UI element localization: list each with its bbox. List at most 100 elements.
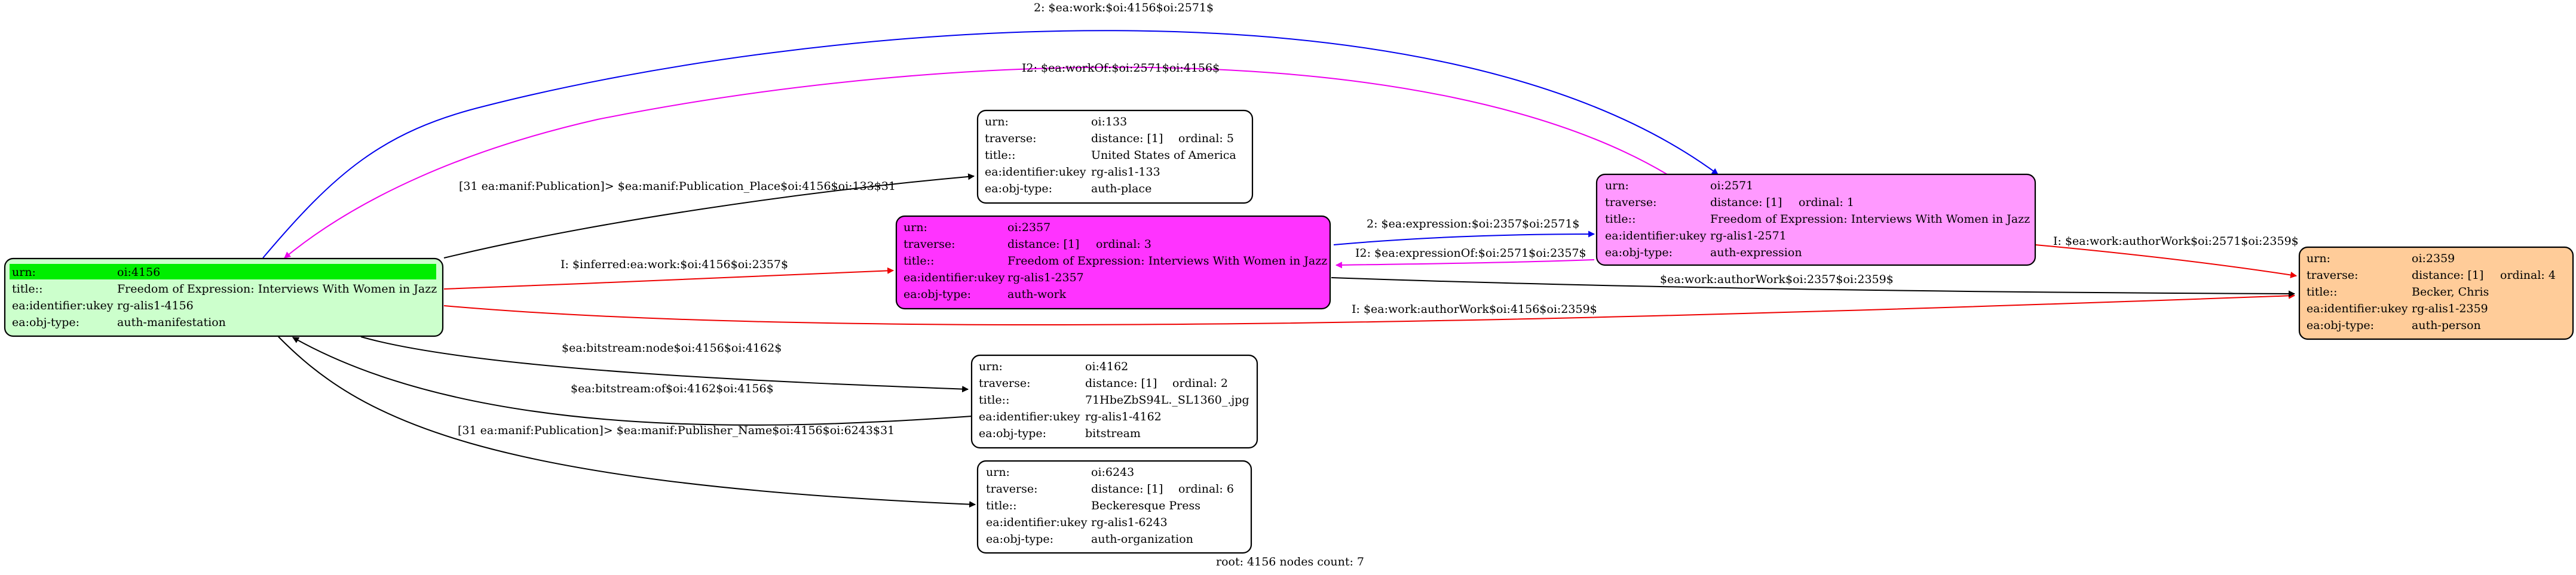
edge-inferred-work-4156-2357 [443, 267, 895, 290]
node-2357-val-urn: oi:2357 [1007, 221, 1050, 234]
node-4156-val-objtype: auth-manifestation [117, 316, 226, 329]
node-4156-val-title: Freedom of Expression: Interviews With W… [117, 282, 437, 296]
node-2359-box [2298, 246, 2574, 340]
node-4162-ordinal: ordinal: 2 [1172, 377, 1228, 390]
node-2571-box [1595, 173, 2036, 266]
node-6243-key-objtype: ea:obj-type: [986, 533, 1053, 546]
node-6243-val-traverse: distance: [1] [1091, 482, 1163, 496]
node-2359-val-objtype: auth-person [2412, 319, 2481, 332]
node-2359[interactable]: urn: oi:2359 traverse: distance: [1] ord… [2298, 246, 2574, 340]
node-2359-key-urn: urn: [2307, 252, 2330, 265]
node-2359-val-title: Becker, Chris [2412, 285, 2489, 299]
node-2571-key-title: title:: [1605, 213, 1635, 226]
node-4156[interactable]: urn: oi:4156 title:: Freedom of Expressi… [4, 257, 444, 337]
node-4156-key-urn: urn: [12, 266, 36, 279]
edge-label-bitstream-node-4156-4162: $ea:bitstream:node$oi:4156$oi:4162$ [562, 342, 782, 355]
node-133-key-title: title:: [985, 149, 1015, 162]
node-6243-key-urn: urn: [986, 466, 1010, 479]
node-layer: urn: oi:4156 title:: Freedom of Expressi… [4, 109, 2574, 554]
node-4162[interactable]: urn: oi:4162 traverse: distance: [1] ord… [970, 354, 1258, 449]
node-4162-key-title: title:: [979, 393, 1009, 407]
node-4162-val-ukey: rg-alis1-4162 [1085, 410, 1162, 423]
node-6243[interactable]: urn: oi:6243 traverse: distance: [1] ord… [976, 460, 1252, 554]
node-2359-val-urn: oi:2359 [2412, 252, 2455, 265]
node-6243-val-urn: oi:6243 [1091, 466, 1134, 479]
edge-label-author-2357-2359: $ea:work:authorWork$oi:2357$oi:2359$ [1660, 273, 1894, 286]
node-133-val-ukey: rg-alis1-133 [1091, 165, 1160, 179]
node-2359-key-title: title:: [2307, 285, 2337, 299]
node-4156-urn-highlight [10, 264, 436, 279]
node-133-val-traverse: distance: [1] [1091, 132, 1163, 145]
node-4162-key-traverse: traverse: [979, 377, 1031, 390]
node-4162-val-urn: oi:4162 [1085, 360, 1128, 373]
node-133-val-title: United States of America [1091, 149, 1236, 162]
edge-label-publication-place-4156-133: [31 ea:manif:Publication]> $ea:manif:Pub… [459, 180, 896, 193]
node-6243-key-ukey: ea:identifier:ukey [986, 516, 1088, 529]
node-133-key-objtype: ea:obj-type: [985, 182, 1052, 195]
node-133-ordinal: ordinal: 5 [1178, 132, 1234, 145]
edge-label-expression-2357-2571: 2: $ea:expression:$oi:2357$oi:2571$ [1367, 217, 1580, 230]
node-6243-box [976, 460, 1252, 554]
node-2357-key-urn: urn: [903, 221, 927, 234]
node-2357-val-traverse: distance: [1] [1007, 238, 1079, 251]
node-2357-key-traverse: traverse: [903, 238, 955, 251]
node-4156-val-urn: oi:4156 [117, 266, 160, 279]
node-133-key-urn: urn: [985, 115, 1009, 128]
node-2571-val-ukey: rg-alis1-2571 [1710, 229, 1787, 242]
node-4162-key-urn: urn: [979, 360, 1003, 373]
node-133-key-ukey: ea:identifier:ukey [985, 165, 1086, 179]
node-2359-val-traverse: distance: [1] [2412, 269, 2483, 282]
edge-label-author-2571-2359: I: $ea:work:authorWork$oi:2571$oi:2359$ [2053, 235, 2299, 248]
node-2571-key-ukey: ea:identifier:ukey [1605, 229, 1707, 242]
node-2357-ordinal: ordinal: 3 [1096, 238, 1151, 251]
node-2571-key-traverse: traverse: [1605, 196, 1657, 209]
node-6243-val-ukey: rg-alis1-6243 [1091, 516, 1168, 529]
edge-label-expressionof-2571-2357: I2: $ea:expressionOf:$oi:2571$oi:2357$ [1355, 247, 1586, 260]
edge-workof-2571-4156 [284, 66, 1668, 259]
edge-publication-place-4156-133 [443, 173, 975, 259]
node-2571-key-objtype: ea:obj-type: [1605, 246, 1673, 259]
node-2357-key-ukey: ea:identifier:ukey [903, 271, 1005, 284]
edge-label-publisher-name-4156-6243: [31 ea:manif:Publication]> $ea:manif:Pub… [458, 424, 895, 437]
node-2571-val-urn: oi:2571 [1710, 179, 1753, 192]
edge-bitstream-of-4162-4156 [292, 337, 973, 426]
node-4156-key-ukey: ea:identifier:ukey [12, 299, 114, 312]
node-6243-key-title: title:: [986, 499, 1016, 512]
node-2571-ordinal: ordinal: 1 [1799, 196, 1854, 209]
node-6243-key-traverse: traverse: [986, 482, 1038, 496]
node-4156-key-objtype: ea:obj-type: [12, 316, 79, 329]
node-2359-ordinal: ordinal: 4 [2500, 269, 2556, 282]
node-2357-val-objtype: auth-work [1007, 288, 1067, 301]
node-2359-val-ukey: rg-alis1-2359 [2412, 302, 2488, 315]
edge-label-author-4156-2359: I: $ea:work:authorWork$oi:4156$oi:2359$ [1352, 303, 1597, 316]
node-6243-val-objtype: auth-organization [1091, 533, 1193, 546]
edge-author-2571-2359 [2035, 244, 2298, 278]
edge-bitstream-node-4156-4162 [360, 336, 969, 393]
node-2357[interactable]: urn: oi:2357 traverse: distance: [1] ord… [895, 215, 1331, 310]
node-4162-box [970, 354, 1258, 449]
node-4156-val-ukey: rg-alis1-4156 [117, 299, 194, 312]
node-2571[interactable]: urn: oi:2571 traverse: distance: [1] ord… [1595, 173, 2036, 266]
edge-label-work-4156-2571: 2: $ea:work:$oi:4156$oi:2571$ [1034, 1, 1214, 14]
node-133-val-objtype: auth-place [1091, 182, 1151, 195]
node-2359-key-ukey: ea:identifier:ukey [2307, 302, 2408, 315]
edge-label-workof-2571-4156: I2: $ea:workOf:$oi:2571$oi:4156$ [1022, 62, 1220, 75]
edge-label-inferred-work-4156-2357: I: $inferred:ea:work:$oi:4156$oi:2357$ [560, 258, 788, 271]
node-133[interactable]: urn: oi:133 traverse: distance: [1] ordi… [976, 109, 1254, 204]
node-2571-val-traverse: distance: [1] [1710, 196, 1782, 209]
node-4156-key-title: title:: [12, 282, 42, 296]
edge-work-4156-2571 [262, 30, 1719, 259]
node-2571-key-urn: urn: [1605, 179, 1629, 192]
node-4162-val-title: 71HbeZbS94L._SL1360_.jpg [1085, 393, 1249, 407]
node-2359-key-traverse: traverse: [2307, 269, 2358, 282]
node-2357-key-objtype: ea:obj-type: [903, 288, 971, 301]
node-2571-val-title: Freedom of Expression: Interviews With W… [1710, 213, 2030, 226]
node-6243-ordinal: ordinal: 6 [1178, 482, 1234, 496]
node-2357-val-ukey: rg-alis1-2357 [1007, 271, 1084, 284]
node-2357-key-title: title:: [903, 254, 934, 267]
node-133-val-urn: oi:133 [1091, 115, 1127, 128]
edge-author-2357-2359 [1331, 277, 2296, 297]
edge-label-bitstream-of-4162-4156: $ea:bitstream:of$oi:4162$oi:4156$ [571, 382, 774, 395]
node-6243-val-title: Beckeresque Press [1091, 499, 1200, 512]
